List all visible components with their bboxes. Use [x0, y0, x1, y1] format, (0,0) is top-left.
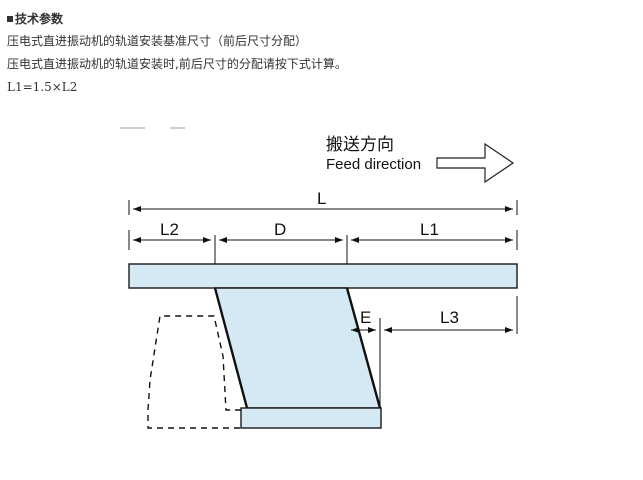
- feed-arrow-icon: [436, 142, 515, 184]
- label-L: L: [317, 189, 326, 208]
- square-bullet-icon: [7, 16, 13, 22]
- description-line-2: 压电式直进振动机的轨道安装时,前后尺寸的分配请按下式计算。: [7, 57, 347, 71]
- label-L3: L3: [440, 308, 459, 327]
- support-body: [214, 287, 381, 409]
- section-title: 技术参数: [15, 12, 64, 26]
- dashed-outline: [147, 315, 241, 429]
- track-bar: [128, 263, 518, 289]
- label-E: E: [360, 308, 371, 327]
- description-line-1: 压电式直进振动机的轨道安装基准尺寸（前后尺寸分配）: [7, 34, 308, 48]
- label-D: D: [274, 220, 286, 239]
- feed-direction-en: Feed direction: [326, 156, 421, 173]
- formula-text: L1=1.5×L2: [7, 80, 78, 94]
- support-left-edge: [213, 287, 249, 409]
- label-L2: L2: [160, 220, 179, 239]
- spec-text-block: 技术参数 压电式直进振动机的轨道安装基准尺寸（前后尺寸分配） 压电式直进振动机的…: [7, 8, 347, 98]
- support-right-edge: [345, 287, 382, 409]
- base-plate: [240, 407, 382, 429]
- feed-direction-cn: 搬送方向: [326, 135, 394, 154]
- section-heading: 技术参数: [7, 8, 347, 30]
- label-L1: L1: [420, 220, 439, 239]
